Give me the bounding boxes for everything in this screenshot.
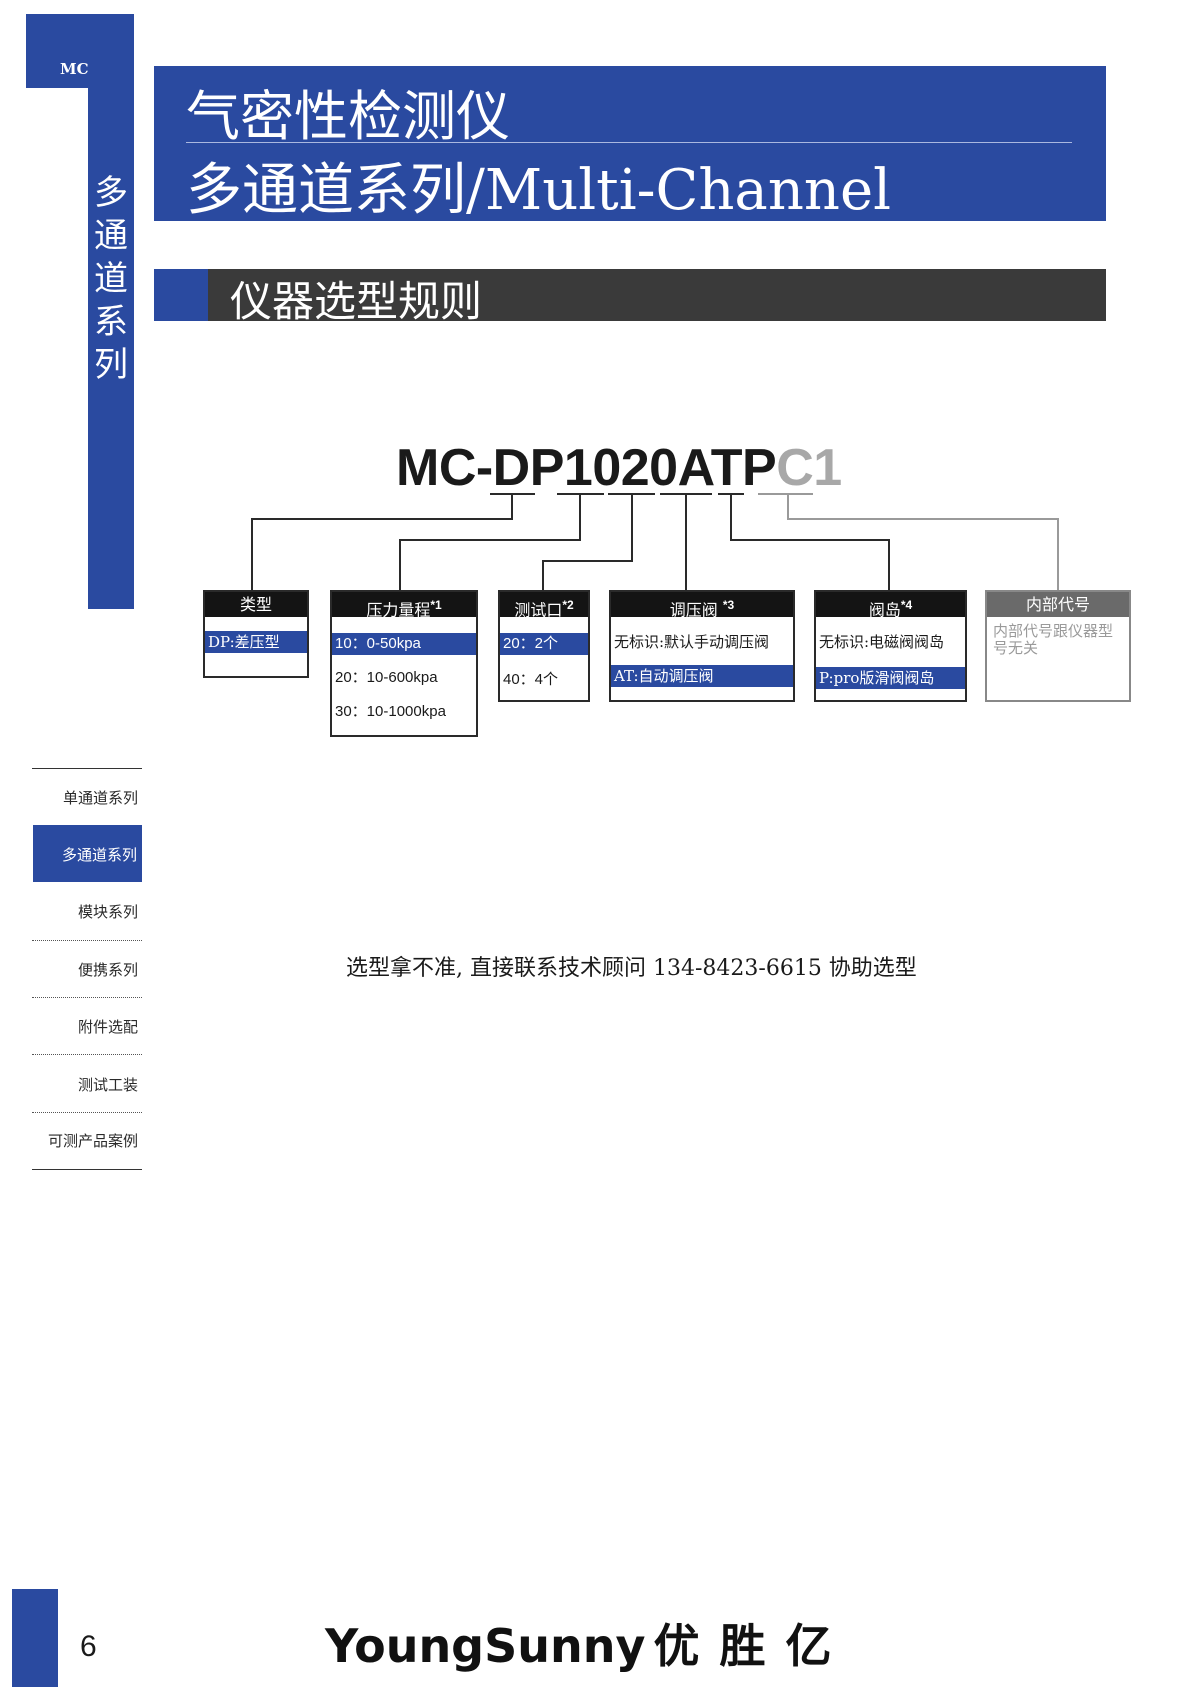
nav-item-label: 多通道系列: [61, 846, 137, 864]
brand-cn: 优胜亿: [653, 1619, 852, 1673]
header-title: 气密性检测仪: [186, 85, 510, 148]
nav-item-portable[interactable]: 便携系列: [77, 961, 138, 979]
option-header-internal: 内部代号: [987, 592, 1129, 617]
option-box-internal: 内部代号 内部代号跟仪器型号无关: [985, 590, 1131, 702]
option-row: 无标识:电磁阀阀岛: [819, 633, 945, 651]
nav-divider: [32, 768, 142, 769]
option-header-port: 测试口*2: [500, 592, 588, 619]
internal-code-note: 内部代号跟仪器型号无关: [993, 622, 1114, 657]
option-row: 20：2个: [500, 633, 588, 655]
model-code-main: MC-DP1020ATP: [396, 439, 777, 497]
option-box-type: 类型 DP:差压型: [203, 590, 309, 678]
footnote-mark: *3: [722, 598, 735, 612]
option-row: P:pro版滑阀阀岛: [816, 667, 965, 689]
option-row: DP:差压型: [205, 631, 307, 653]
option-row: 30：10-1000kpa: [335, 703, 446, 720]
vertical-char: 系: [94, 302, 128, 342]
connector-pressure: [399, 494, 581, 590]
footer-accent: [12, 1589, 58, 1687]
nav-divider: [32, 1054, 142, 1055]
connector-port: [542, 494, 633, 590]
nav-divider: [32, 997, 142, 998]
side-tab-label: MC: [60, 60, 89, 78]
section-accent: [154, 269, 208, 321]
option-row: AT:自动调压阀: [611, 665, 793, 687]
vertical-char: 多: [94, 173, 128, 213]
option-row: 40：4个: [503, 671, 559, 688]
footnote-mark: *1: [430, 598, 442, 612]
nav-item-product-cases[interactable]: 可测产品案例: [47, 1132, 138, 1150]
vertical-char: 道: [94, 259, 128, 299]
option-box-pressure: 压力量程*1 10：0-50kpa 20：10-600kpa 30：10-100…: [330, 590, 478, 737]
page-number: 6: [80, 1630, 97, 1663]
side-tab-bar: [88, 14, 134, 609]
footnote-mark: *4: [900, 598, 913, 612]
option-header-pressure: 压力量程*1: [332, 592, 476, 619]
header-subtitle: 多通道系列/Multi-Channel: [186, 158, 892, 223]
contact-note: 选型拿不准, 直接联系技术顾问 134-8423-6615 协助选型: [346, 956, 917, 981]
header-banner: [154, 66, 1106, 221]
option-box-port: 测试口*2 20：2个 40：4个: [498, 590, 590, 702]
model-code: MC-DP1020ATPC1: [396, 438, 842, 498]
brand-en: YoungSunny: [325, 1619, 646, 1673]
option-header-type: 类型: [205, 592, 307, 617]
option-header-island: 阀岛*4: [816, 592, 965, 619]
section-bar: [208, 269, 1106, 321]
connector-internal: [787, 494, 1059, 590]
option-header-valve: 调压阀 *3: [611, 592, 793, 619]
nav-item-single-channel[interactable]: 单通道系列: [62, 789, 138, 807]
nav-divider: [32, 940, 142, 941]
footnote-mark: *2: [562, 598, 574, 612]
option-row: 无标识:默认手动调压阀: [614, 633, 770, 651]
option-row: 10：0-50kpa: [332, 633, 476, 655]
nav-item-test-fixtures[interactable]: 测试工装: [77, 1076, 138, 1094]
option-row: 20：10-600kpa: [335, 669, 438, 686]
vertical-char: 通: [94, 216, 128, 256]
nav-divider: [32, 1169, 142, 1170]
connector-type: [251, 494, 513, 590]
vertical-series-title: 多 通 道 系 列: [88, 172, 134, 387]
section-title: 仪器选型规则: [230, 277, 483, 326]
nav-divider: [32, 1112, 142, 1113]
model-code-suffix: C1: [776, 439, 842, 497]
vertical-char: 列: [94, 345, 128, 385]
nav-item-multi-channel[interactable]: [33, 825, 142, 882]
option-box-valve: 调压阀 *3 无标识:默认手动调压阀 AT:自动调压阀: [609, 590, 795, 702]
code-connector-lines: [251, 493, 1059, 590]
header-divider: [186, 142, 1072, 143]
nav-item-accessories[interactable]: 附件选配: [77, 1018, 138, 1036]
option-box-island: 阀岛*4 无标识:电磁阀阀岛 P:pro版滑阀阀岛: [814, 590, 967, 702]
connector-island: [730, 494, 890, 590]
nav-item-module[interactable]: 模块系列: [77, 903, 138, 921]
